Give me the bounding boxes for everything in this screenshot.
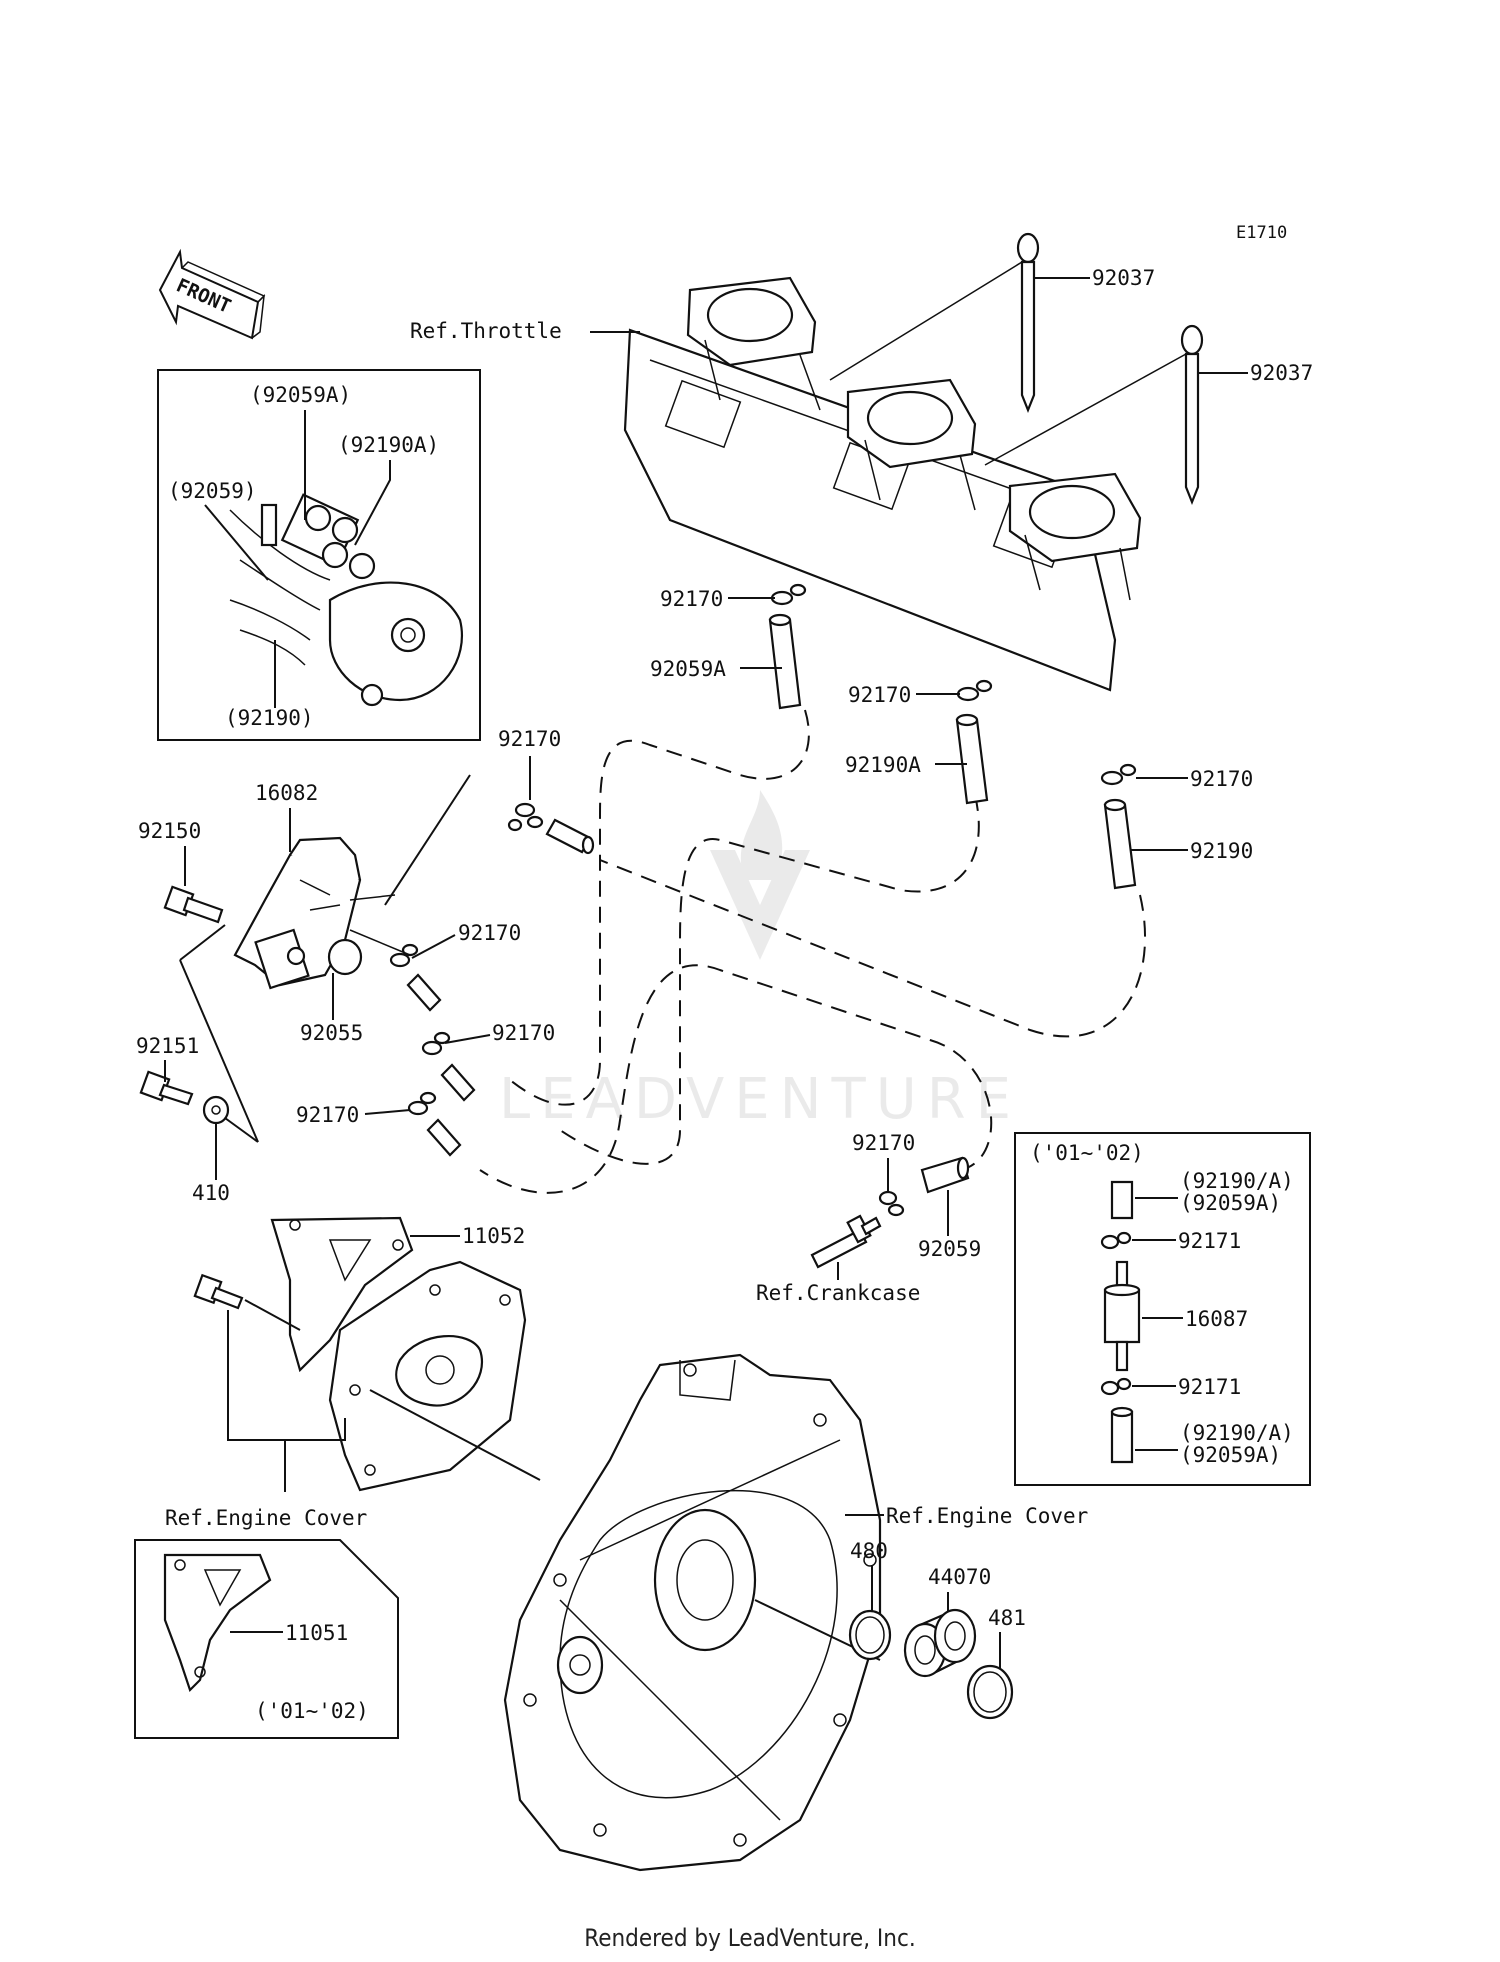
inset-box-oil-pump-hoses [157,369,481,741]
pin-92037-a [1016,232,1040,413]
inset-label-92059A-top: (92059A) [1180,1191,1281,1215]
label-92059: 92059 [918,1237,981,1261]
clip-92170-2 [956,679,993,702]
bracket-11052 [270,1216,414,1373]
label-92190: 92190 [1190,839,1253,863]
crankcase-nozzle [810,1214,882,1269]
inset-label-92059A-bot: (92059A) [1180,1443,1281,1467]
hose-92190A-path [559,794,980,1165]
washer-410 [202,1095,230,1125]
hose-92190-path [599,859,1147,1038]
label-410: 410 [192,1181,230,1205]
inset-label-92190A-top: (92190/A) [1180,1169,1294,1193]
label-92190-paren: (92190) [225,706,314,730]
inset-label-16087: 16087 [1185,1307,1248,1331]
label-92190A: 92190A [845,753,921,777]
bolt-92150 [163,885,224,924]
label-92170-5: 92170 [458,921,521,945]
tube-92059 [920,1156,970,1194]
inset-year-right: ('01~'02) [1030,1141,1144,1165]
inset-clip-92171-b [1100,1377,1132,1396]
watermark: LEADVENTURE [499,790,1021,1132]
label-ref-crankcase: Ref.Crankcase [756,1281,920,1305]
front-arrow-icon: FRONT [158,248,266,340]
label-92151: 92151 [136,1034,199,1058]
label-92037-a: 92037 [1092,266,1155,290]
label-92170-2: 92170 [848,683,911,707]
label-92037-b: 92037 [1250,361,1313,385]
label-480: 480 [850,1539,888,1563]
label-92170-7: 92170 [296,1103,359,1127]
bolt-92151 [139,1070,194,1106]
inset-year-left: ('01~'02) [255,1699,369,1723]
circlip-481 [966,1664,1014,1720]
inset-label-92171-a: 92171 [1178,1229,1241,1253]
tube-stub-4 [426,1118,462,1157]
clip-92170-8 [878,1190,905,1217]
pin-92037-b [1180,324,1204,505]
label-11051: 11051 [285,1621,348,1645]
front-arrow-label: FRONT [173,274,234,317]
gasket-cover [328,1260,527,1492]
label-92150: 92150 [138,819,201,843]
label-92190A-paren: (92190A) [338,433,439,457]
label-481: 481 [988,1606,1026,1630]
label-92055: 92055 [300,1021,363,1045]
inset-hose-top [1110,1180,1134,1220]
engine-cover [503,1353,882,1872]
label-92170-1: 92170 [660,587,723,611]
watermark-text: LEADVENTURE [499,1067,1021,1132]
inset-label-92171-b: 92171 [1178,1375,1241,1399]
label-ref-engine-cover-left: Ref.Engine Cover [165,1506,367,1530]
bracket-11051 [163,1553,272,1693]
inset-label-92190A-bot: (92190/A) [1180,1421,1294,1445]
inset-joint-16087 [1103,1260,1141,1372]
clip-92170-1 [770,583,807,606]
tube-stub-3 [440,1063,476,1102]
hose-92059-path [479,964,993,1194]
label-44070: 44070 [928,1565,991,1589]
label-92170-3: 92170 [1190,767,1253,791]
label-92059A-paren: (92059A) [250,383,351,407]
label-11052: 11052 [462,1224,525,1248]
o-ring-92055 [327,938,363,976]
tube-92190A [955,713,989,805]
label-ref-throttle: Ref.Throttle [410,319,562,343]
inset-hose-bottom [1110,1406,1134,1464]
inset-clip-92171-a [1100,1231,1132,1250]
label-92170-4: 92170 [498,727,561,751]
tube-92059A [768,613,802,710]
tube-stub-1 [545,818,595,855]
hose-92059A-path [509,709,810,1106]
inset-box-hose-joint [1014,1132,1311,1486]
clip-92170-3 [1100,763,1137,786]
oil-pump-16082 [233,836,411,990]
inset-pump-sketch [229,493,463,707]
throttle-manifold [623,276,1142,692]
label-92170-6: 92170 [492,1021,555,1045]
inset-box-11051 [134,1539,399,1739]
label-92170-8: 92170 [852,1131,915,1155]
label-92059-paren: (92059) [168,479,257,503]
footer-credit: Rendered by LeadVenture, Inc. [584,1924,916,1952]
circlip-480 [848,1609,892,1661]
label-92059A: 92059A [650,657,726,681]
diagram-code: E1710 [1236,223,1287,243]
tube-stub-2 [406,973,442,1012]
bolt-bracket [193,1273,244,1310]
tube-92190 [1103,798,1137,890]
bearing-44070 [903,1608,977,1678]
clip-92170-6 [421,1031,451,1056]
label-ref-engine-cover-right: Ref.Engine Cover [886,1504,1088,1528]
clip-92170-7 [407,1091,437,1116]
label-16082: 16082 [255,781,318,805]
clip-92170-4 [507,802,544,832]
